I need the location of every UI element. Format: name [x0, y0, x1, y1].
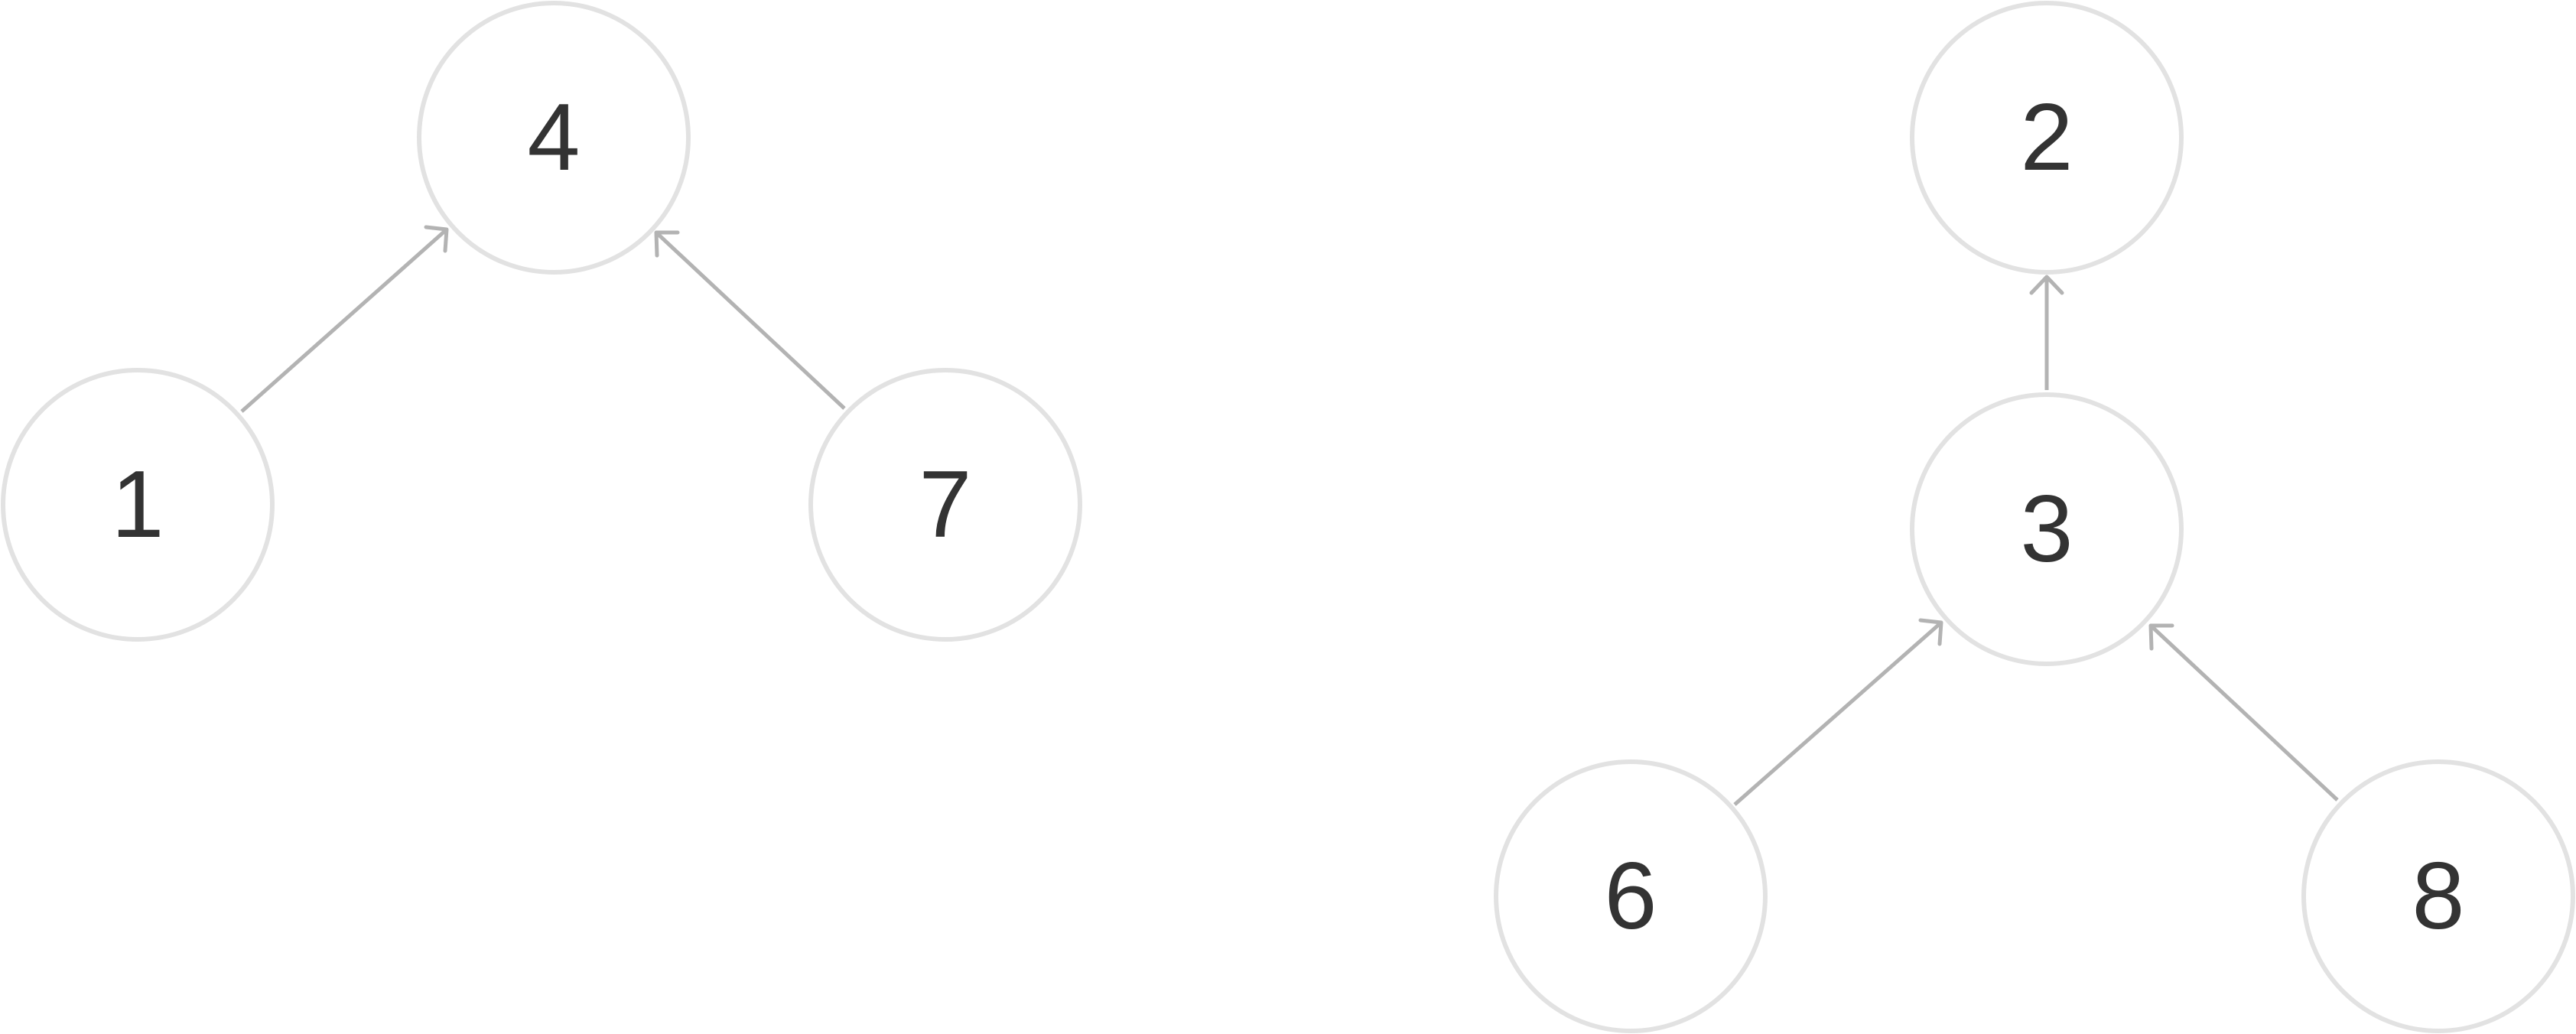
node-3: 3 — [1910, 392, 2184, 666]
edge-7-to-4 — [654, 230, 846, 410]
node-3-label: 3 — [2021, 476, 2073, 582]
edge-8-to-3 — [2148, 623, 2339, 802]
node-7: 7 — [808, 368, 1082, 642]
node-7-label: 7 — [919, 452, 972, 558]
edge-6-to-3 — [1733, 618, 1943, 806]
node-4-label: 4 — [528, 85, 581, 190]
node-2: 2 — [1910, 1, 2184, 275]
node-8: 8 — [2301, 759, 2575, 1033]
node-8-label: 8 — [2412, 844, 2465, 949]
node-4: 4 — [417, 1, 691, 275]
node-6-label: 6 — [1605, 844, 1657, 949]
edges-layer — [240, 225, 2339, 806]
node-2-label: 2 — [2021, 85, 2073, 190]
node-1-label: 1 — [112, 452, 164, 558]
node-6: 6 — [1494, 759, 1768, 1033]
edge-1-to-4 — [240, 225, 449, 413]
edge-3-to-2 — [2029, 275, 2064, 390]
node-1: 1 — [1, 368, 275, 642]
